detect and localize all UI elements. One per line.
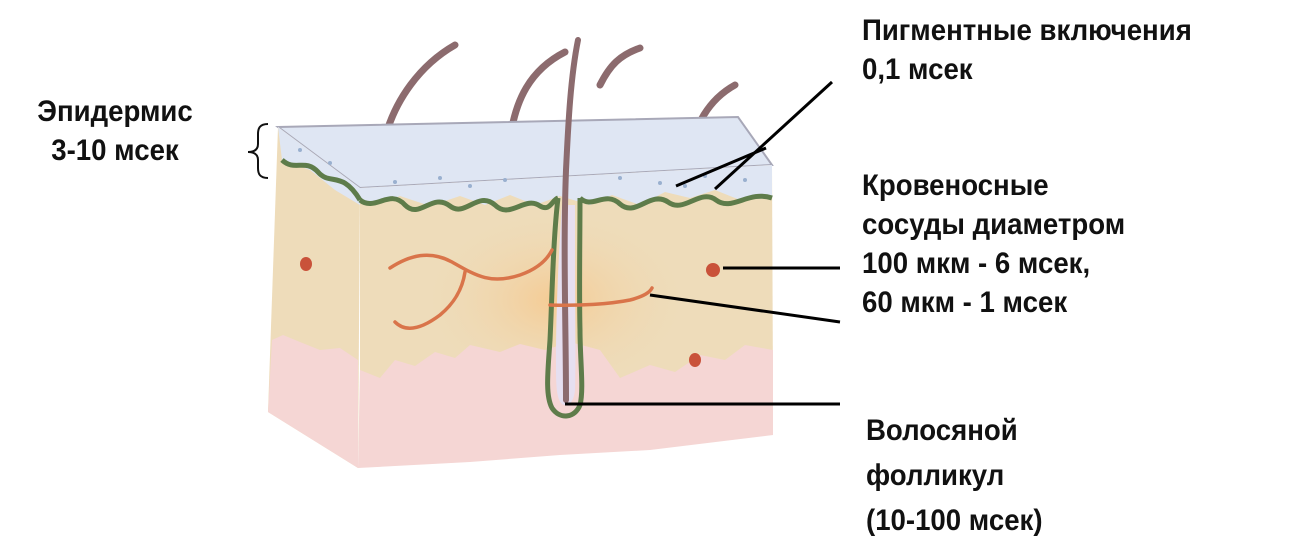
pigment-label: Пигментные включения 0,1 мсек xyxy=(862,11,1192,89)
pigment-label-line-2: 0,1 мсек xyxy=(862,50,1192,89)
follicle-label-line-2: фолликул xyxy=(866,453,1043,498)
epidermis-label: Эпидермис 3-10 мсек xyxy=(9,92,221,170)
epidermis-bracket xyxy=(248,124,268,178)
vessels-label-line-1: Кровеносные xyxy=(862,166,1125,205)
follicle-label-line-3: (10-100 мсек) xyxy=(866,498,1043,543)
vessels-label: Кровеносные сосуды диаметром 100 мкм - 6… xyxy=(862,166,1125,322)
epidermis-label-line-1: Эпидермис xyxy=(9,92,221,131)
pigment-label-line-1: Пигментные включения xyxy=(862,11,1192,50)
vessels-label-line-3: 100 мкм - 6 мсек, xyxy=(862,244,1125,283)
vessels-label-line-2: сосуды диаметром xyxy=(862,205,1125,244)
vessels-label-line-4: 60 мкм - 1 мсек xyxy=(862,283,1125,322)
left-face-hypodermis xyxy=(268,335,358,468)
follicle-label: Волосяной фолликул (10-100 мсек) xyxy=(866,408,1043,543)
follicle-label-line-1: Волосяной xyxy=(866,408,1043,453)
epidermis-label-line-2: 3-10 мсек xyxy=(9,131,221,170)
